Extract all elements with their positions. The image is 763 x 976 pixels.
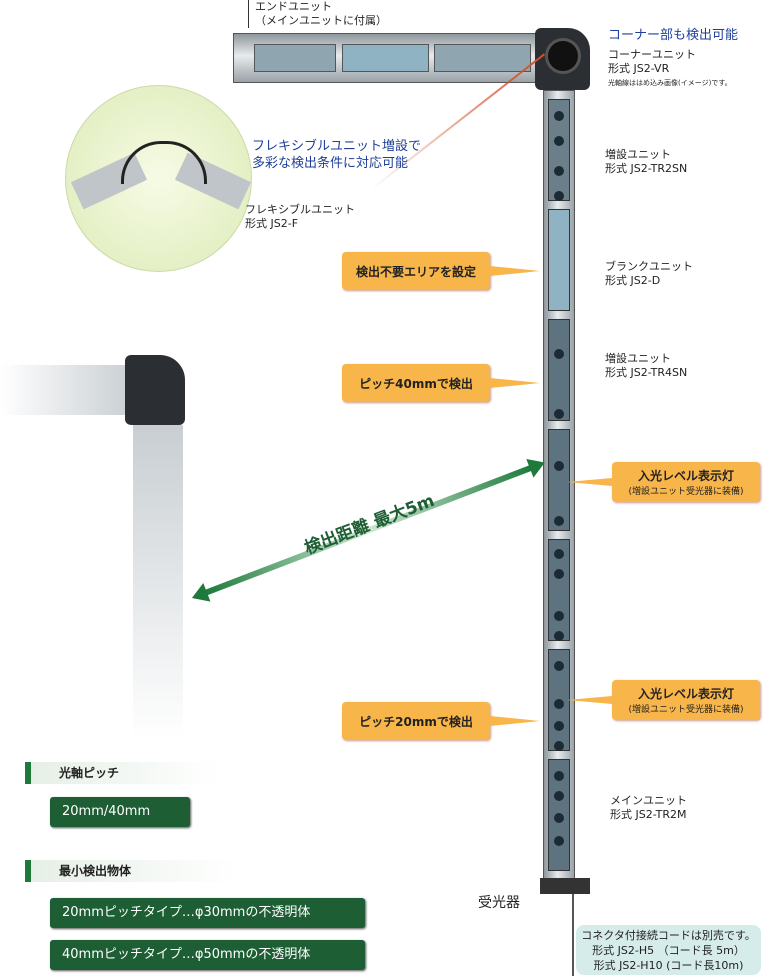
corner-photo	[0, 355, 190, 740]
min-object-header: 最小検出物体	[25, 860, 239, 882]
corner-model: 形式 JS2-VR	[608, 62, 670, 75]
callout-led-indicator: 入光レベル表示灯(増設ユニット受光器に装備)	[567, 462, 760, 502]
unit-label: 増設ユニット形式 JS2-TR4SN	[605, 352, 688, 379]
pitch-header: 光軸ピッチ	[25, 762, 219, 784]
mount-bracket	[540, 878, 590, 894]
end-unit-note: （メインユニットに付属）	[255, 14, 387, 27]
distance-label: 検出距離 最大5m	[301, 490, 438, 559]
corner-name: コーナーユニット	[608, 48, 696, 61]
vertical-sensor-bar	[543, 90, 575, 882]
flexible-unit-inset	[65, 85, 252, 272]
corner-unit	[535, 28, 590, 90]
cord	[572, 894, 574, 976]
min-object-20mm: 20mmピッチタイプ…φ30mmの不透明体	[50, 898, 365, 928]
end-unit-name: エンドユニット	[255, 0, 332, 13]
flexible-label: フレキシブルユニット形式 JS2-F	[245, 203, 355, 230]
horizontal-sensor-bar	[233, 33, 545, 83]
callout-pitch20: ピッチ20mmで検出	[342, 702, 540, 740]
pitch-value: 20mm/40mm	[50, 797, 190, 827]
corner-note: 光軸線ははめ込み画像(イメージ)です。	[608, 79, 732, 87]
corner-headline: コーナー部も検出可能	[608, 28, 739, 43]
unit-label: メインユニット形式 JS2-TR2M	[610, 794, 687, 821]
min-object-40mm: 40mmピッチタイプ…φ50mmの不透明体	[50, 940, 365, 970]
callout-pitch40: ピッチ40mmで検出	[342, 364, 540, 402]
flexible-headline: フレキシブルユニット増設で多彩な検出条件に対応可能	[252, 139, 422, 171]
callout-led-indicator: 入光レベル表示灯(増設ユニット受光器に装備)	[567, 680, 760, 720]
unit-label: 増設ユニット形式 JS2-TR2SN	[605, 148, 688, 175]
unit-label: ブランクユニット形式 JS2-D	[605, 260, 693, 287]
receiver-label: 受光器	[478, 895, 520, 911]
cord-note: コネクタ付接続コードは別売です。形式 JS2-H5 （コード長 5m）形式 JS…	[576, 925, 761, 975]
end-unit-label: エンドユニット （メインユニットに付属）	[248, 0, 387, 28]
callout-area-setting: 検出不要エリアを設定	[342, 252, 540, 290]
